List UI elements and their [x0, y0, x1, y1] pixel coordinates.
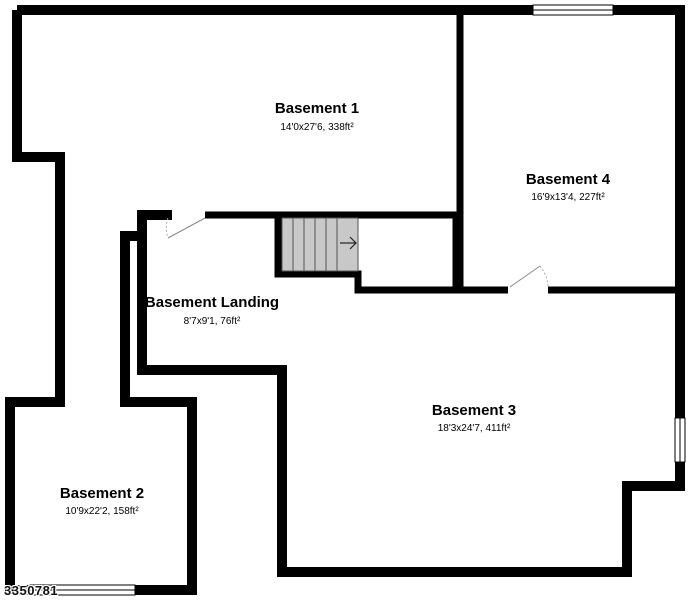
room-name-basement-3: Basement 3: [432, 402, 516, 419]
room-dims-basement-1: 14'0x27'6, 338ft²: [280, 122, 354, 133]
listing-id: 3350781: [4, 583, 59, 598]
room-dims-basement-landing: 8'7x9'1, 76ft²: [184, 316, 241, 327]
room-name-basement-2: Basement 2: [60, 485, 144, 502]
room-dims-basement-4: 16'9x13'4, 227ft²: [531, 192, 605, 203]
room-name-basement-landing: Basement Landing: [145, 294, 279, 311]
doors: [165, 211, 549, 294]
outer-walls: [5, 5, 685, 595]
room-name-basement-1: Basement 1: [275, 100, 359, 117]
door-basement-4: [508, 265, 549, 294]
stair-arrow-icon: [340, 236, 357, 250]
room-dims-basement-3: 18'3x24'7, 411ft²: [438, 423, 511, 434]
windows: [29, 4, 686, 596]
room-name-basement-4: Basement 4: [526, 171, 611, 188]
door-landing: [165, 211, 206, 239]
room-dims-basement-2: 10'9x22'2, 158ft²: [65, 506, 139, 517]
interior-walls: [205, 12, 680, 294]
stairs: [281, 217, 359, 272]
